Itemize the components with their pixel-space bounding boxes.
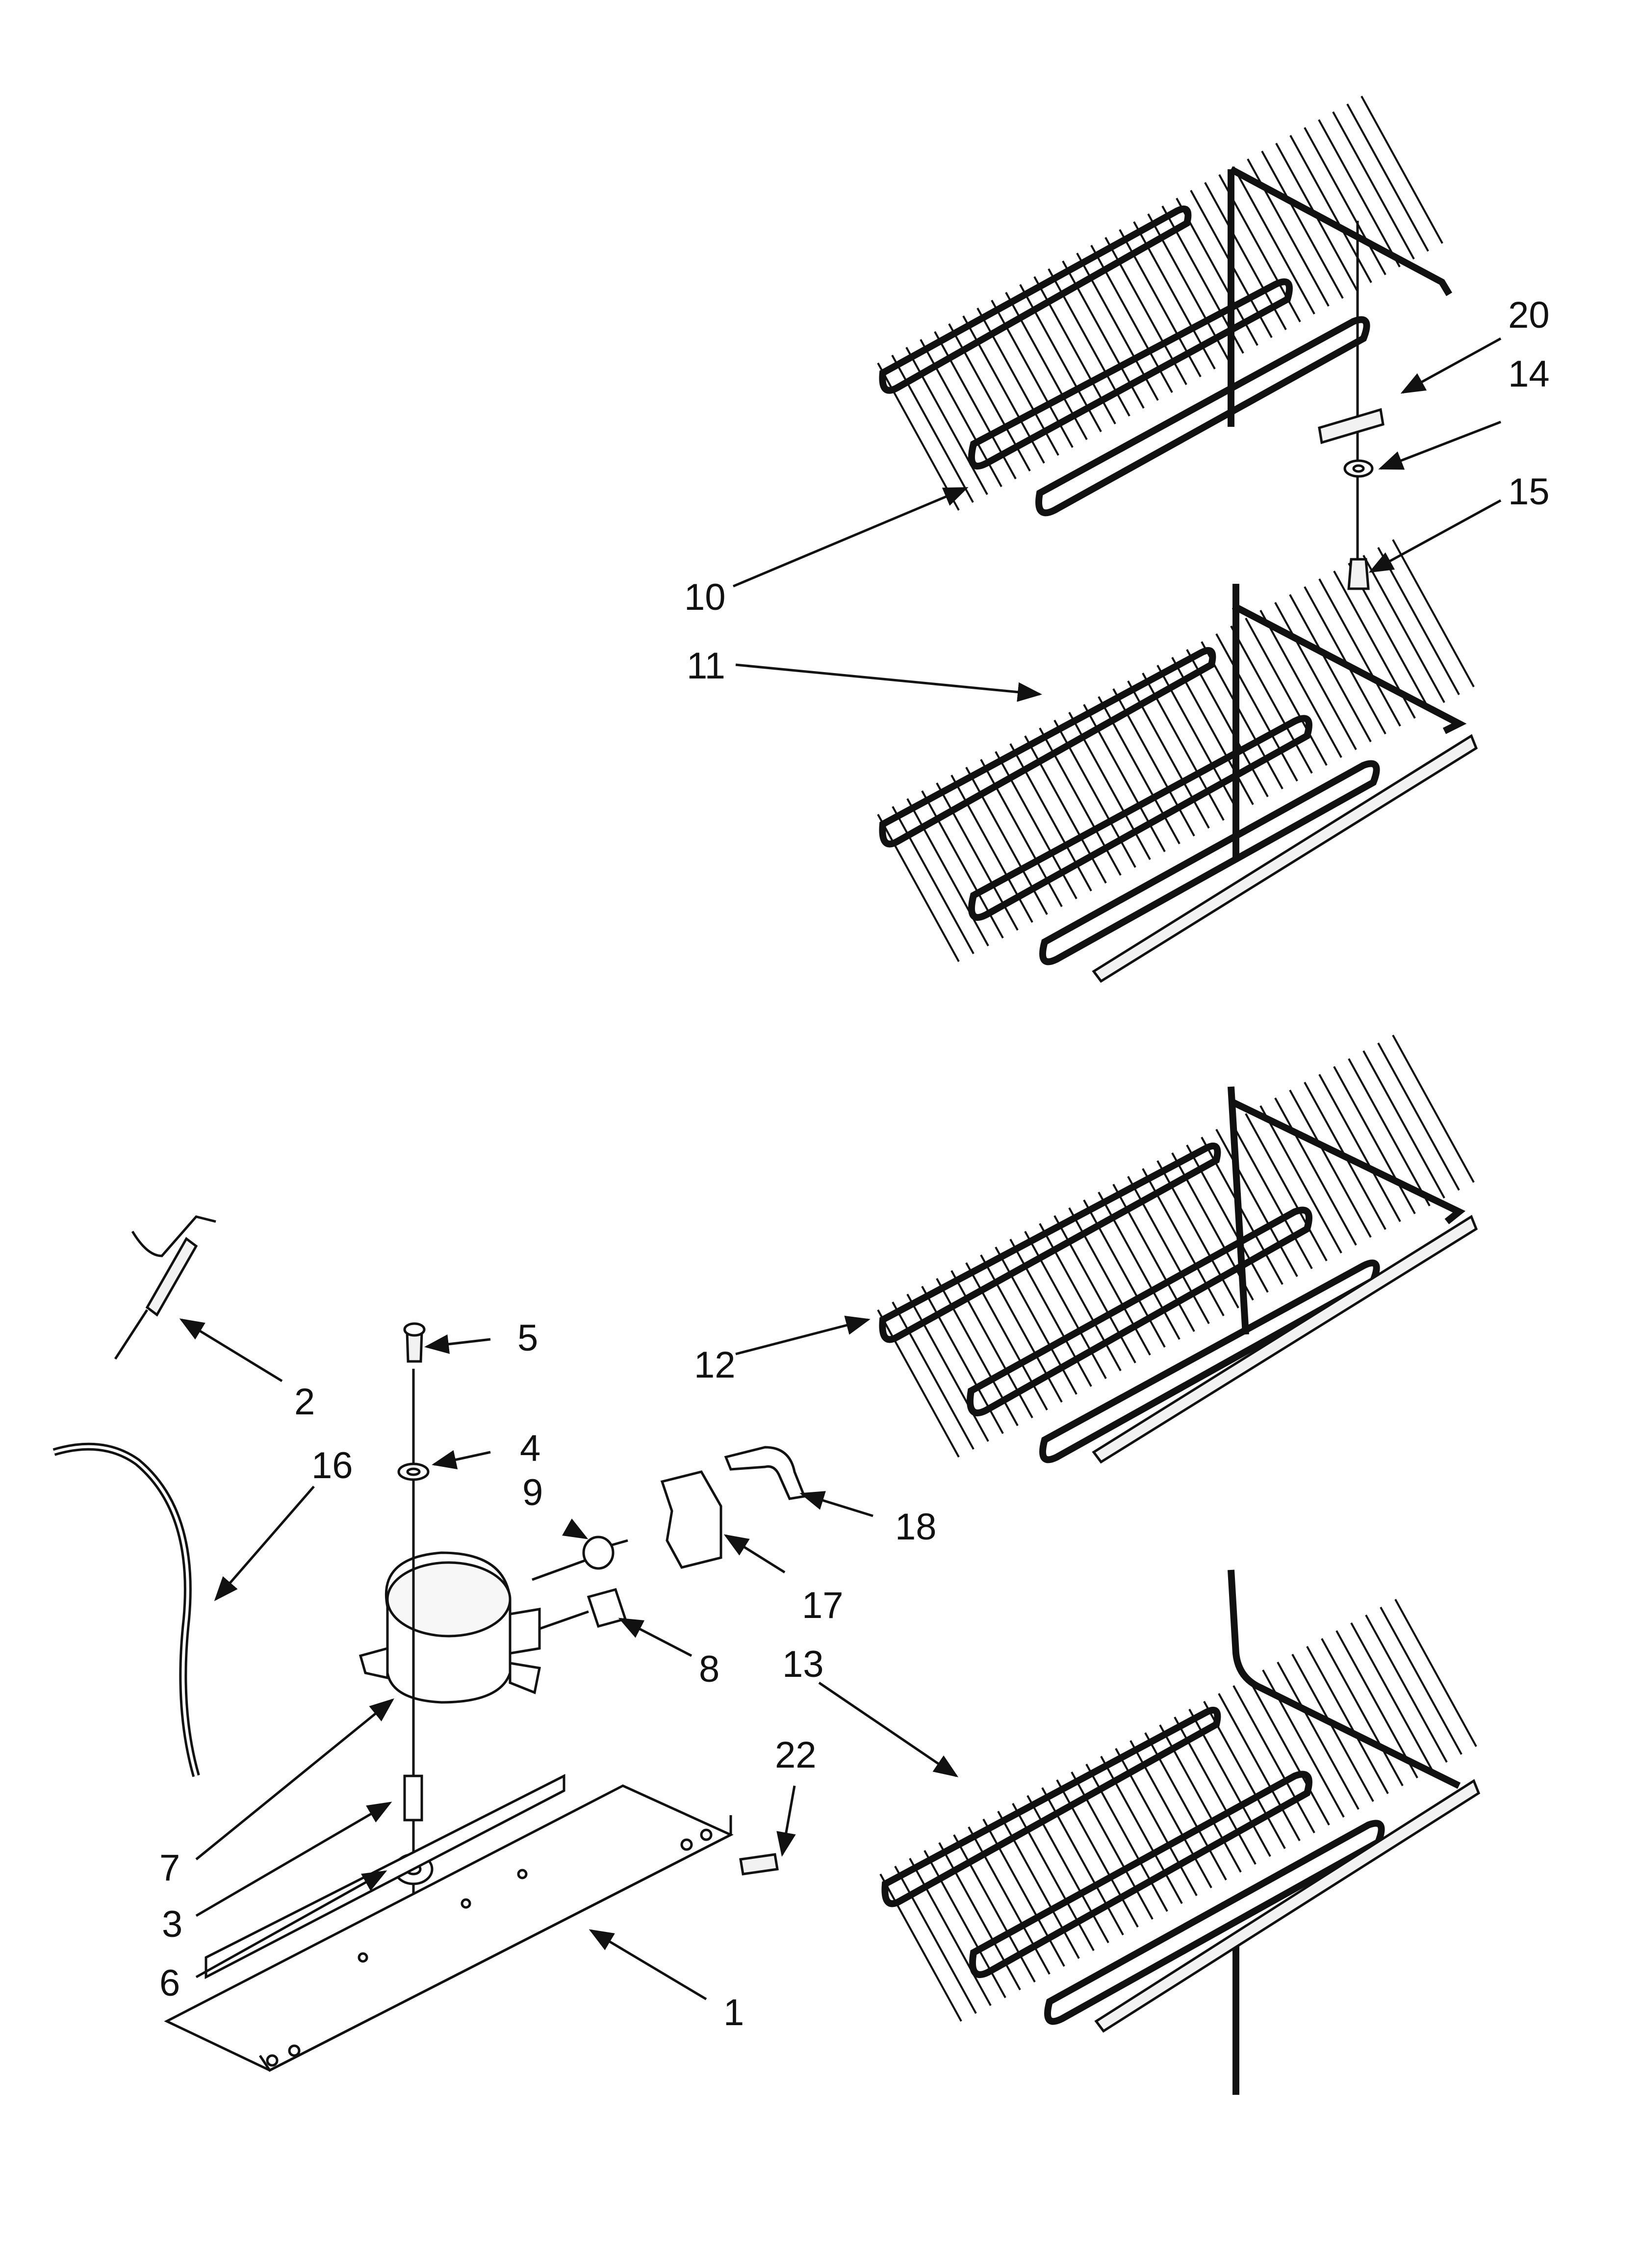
callout-20: 20 (1508, 294, 1550, 336)
leader-lines (179, 337, 1502, 2001)
callout-12: 12 (694, 1344, 736, 1386)
callout-3: 3 (162, 1903, 183, 1945)
coil-fins-11 (877, 539, 1475, 962)
callout-10: 10 (684, 576, 726, 618)
callout-8: 8 (699, 1648, 720, 1690)
callout-11: 11 (687, 645, 725, 687)
callout-14: 14 (1508, 353, 1550, 395)
callout-13: 13 (782, 1643, 824, 1685)
condenser-coil-part-13 (881, 1569, 1481, 2095)
callout-6: 6 (159, 1962, 180, 2004)
hardware-stack-20-14-15 (1318, 221, 1385, 590)
callout-22: 22 (775, 1734, 817, 1776)
callout-4: 4 (520, 1428, 541, 1469)
callout-17: 17 (802, 1585, 844, 1626)
callout-2: 2 (294, 1381, 315, 1423)
callout-7: 7 (159, 1847, 180, 1889)
callout-16: 16 (311, 1445, 353, 1486)
callout-18: 18 (895, 1506, 937, 1548)
callout-15: 15 (1508, 471, 1550, 513)
callout-1: 1 (723, 1992, 744, 2033)
callout-5: 5 (517, 1317, 539, 1359)
condenser-coil-part-10 (879, 166, 1453, 517)
callout-9: 9 (522, 1472, 543, 1513)
condenser-coil-part-11 (879, 584, 1478, 983)
condenser-coil-part-12 (879, 1086, 1478, 1464)
